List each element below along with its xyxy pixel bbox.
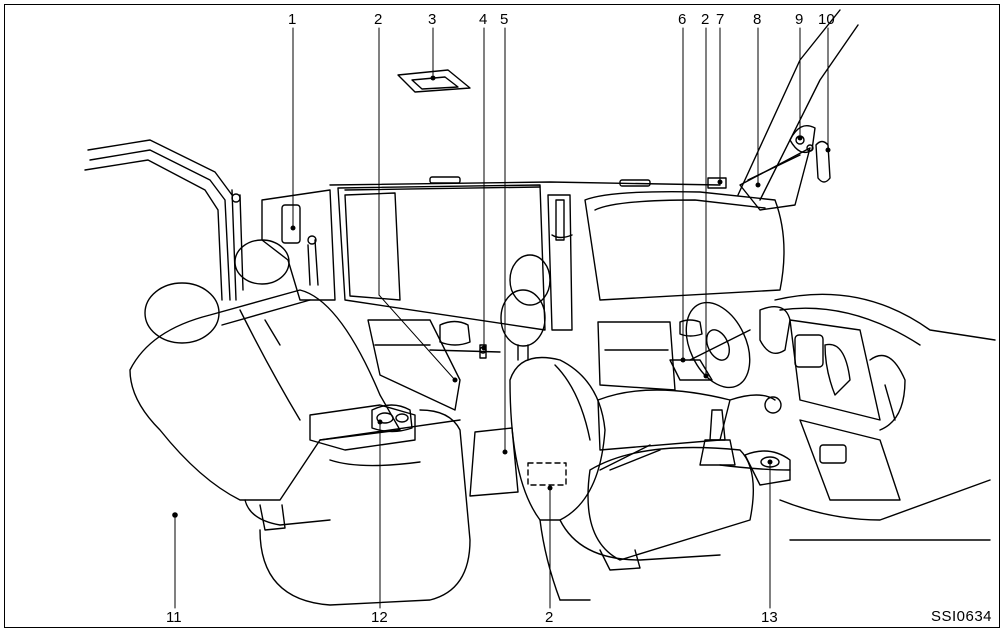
front-headrest-far: [509, 254, 551, 306]
callout-2-rear-door: 2: [374, 11, 383, 28]
leader-lines: [174, 27, 829, 609]
rear-headrest-left: [234, 239, 290, 285]
b-pillar: [547, 194, 573, 331]
rear-door-panel: [367, 319, 461, 411]
callout-5: 5: [500, 11, 509, 28]
a-pillar: [737, 9, 841, 196]
coat-hook: [815, 140, 831, 183]
callout-8: 8: [753, 11, 762, 28]
floor-mat: [469, 427, 519, 497]
front-seat-cushion: [587, 446, 755, 561]
callout-13: 13: [761, 609, 778, 626]
callout-1: 1: [288, 11, 297, 28]
callout-4: 4: [479, 11, 488, 28]
callout-3: 3: [428, 11, 437, 28]
dome-light: [397, 69, 471, 93]
callout-11: 11: [166, 609, 182, 626]
rear-roof-line: [89, 149, 231, 301]
assist-grip: [789, 125, 816, 154]
front-cupholder: [744, 450, 791, 486]
callout-2-front-door: 2: [701, 11, 710, 28]
callout-12: 12: [371, 609, 388, 626]
figure-frame: [4, 4, 1000, 628]
shift-lever: [709, 409, 726, 441]
front-headrest-near: [500, 289, 546, 347]
dashboard-top: [774, 293, 996, 341]
callout-2-floor: 2: [545, 609, 554, 626]
figure-reference-code: SSI0634: [930, 608, 992, 625]
center-stack: [789, 319, 881, 421]
cargo-area-marker: [172, 512, 178, 518]
rear-seat-back: [129, 289, 401, 501]
callout-10: 10: [818, 11, 835, 28]
steering-wheel: [685, 301, 751, 389]
front-seat-back: [509, 356, 606, 521]
side-window: [337, 184, 546, 331]
front-window: [584, 190, 785, 301]
front-seat-far: [597, 389, 731, 451]
rear-side-panel: [261, 189, 336, 301]
rear-headrest-right: [144, 282, 220, 344]
door-handle: [439, 320, 471, 346]
sensor-area: [527, 462, 567, 486]
callout-9: 9: [795, 11, 804, 28]
callout-6: 6: [678, 11, 687, 28]
rear-view-mirror: [707, 177, 727, 189]
front-door-panel: [597, 321, 676, 391]
rear-armrest: [309, 404, 416, 451]
lower-console: [799, 419, 901, 501]
callout-7: 7: [716, 11, 725, 28]
sun-visor: [739, 147, 811, 211]
